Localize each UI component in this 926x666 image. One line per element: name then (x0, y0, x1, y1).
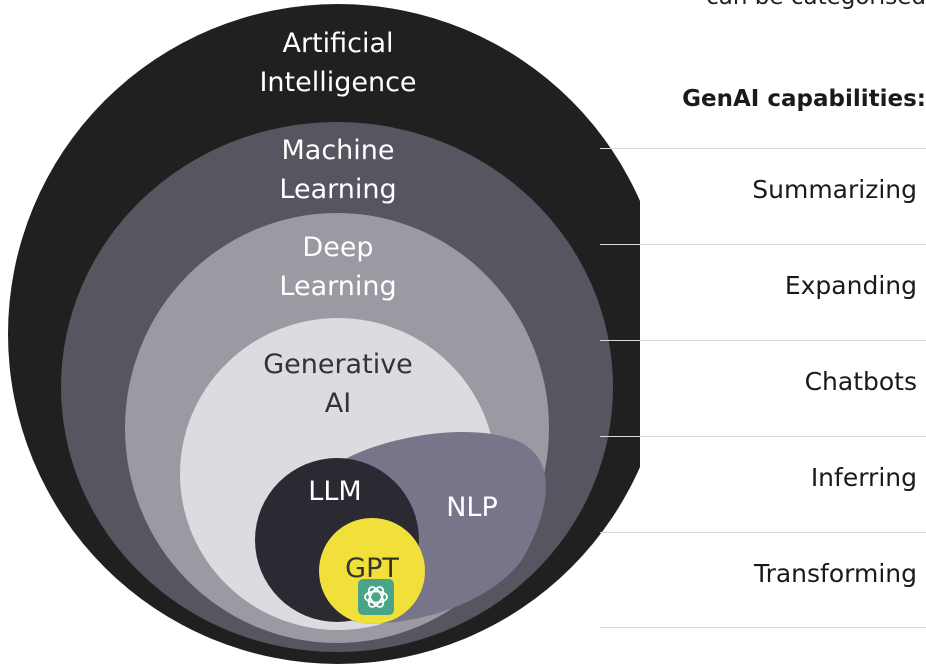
capability-item-summarizing: Summarizing (600, 148, 926, 244)
capabilities-list: Summarizing Expanding Chatbots Inferring… (600, 148, 926, 628)
ai-label-line1: Artificial (282, 28, 393, 59)
openai-logo-icon (358, 579, 394, 615)
header-text-fragment: can be categorised (640, 0, 926, 10)
ml-label-line2: Learning (279, 174, 396, 205)
capability-item-chatbots: Chatbots (600, 340, 926, 436)
ai-hierarchy-diagram: Artificial Intelligence Machine Learning… (8, 4, 640, 664)
capability-label: Chatbots (804, 367, 917, 396)
capability-label: Transforming (753, 559, 917, 588)
capability-label: Summarizing (752, 175, 917, 204)
capability-label: Expanding (784, 271, 917, 300)
capability-label: Inferring (810, 463, 917, 492)
capability-item-transforming: Transforming (600, 532, 926, 628)
gpt-label: GPT (345, 553, 399, 584)
dl-label-line1: Deep (302, 232, 373, 263)
llm-label: LLM (308, 476, 361, 507)
genai-label-line1: Generative (263, 349, 413, 380)
dl-label-line2: Learning (279, 271, 396, 302)
ml-label-line1: Machine (281, 135, 394, 166)
capabilities-title: GenAI capabilities: (682, 86, 926, 112)
ai-label-line2: Intelligence (259, 67, 416, 98)
capability-item-inferring: Inferring (600, 436, 926, 532)
capability-item-expanding: Expanding (600, 244, 926, 340)
genai-label-line2: AI (325, 388, 351, 419)
nlp-label: NLP (446, 492, 498, 523)
gpt-circle (319, 518, 425, 624)
